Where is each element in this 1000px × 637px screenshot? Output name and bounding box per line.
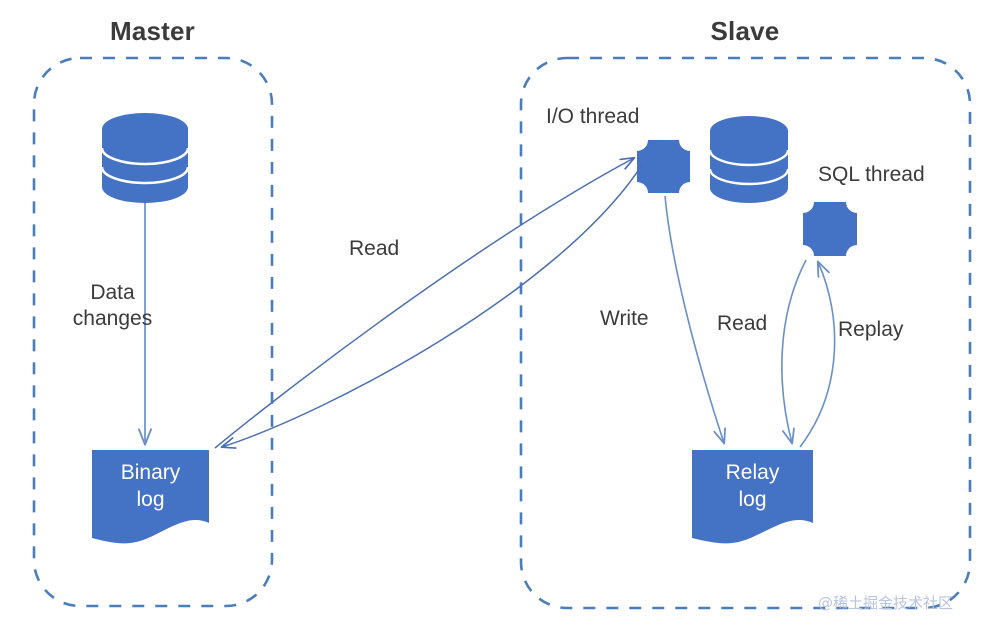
binary-log-shape [92, 450, 209, 544]
edge-label-read-slave: Read [717, 312, 768, 335]
zone-box-slave [519, 56, 972, 610]
edge-label-write: Write [600, 307, 649, 330]
slave-database-icon [708, 116, 790, 203]
edge-replay [799, 262, 836, 448]
edge-read-master-to-slave [214, 158, 643, 448]
edge-label-data-changes: Data changes [55, 280, 170, 331]
master-database-icon [100, 113, 190, 203]
relay-log-shape [692, 450, 813, 544]
edge-read-relay [781, 259, 807, 443]
edge-label-data-changes-line1: Data [90, 281, 135, 304]
io-thread-shape [637, 140, 690, 193]
page-title-master: Master [109, 16, 195, 46]
zone-box-master [32, 56, 274, 608]
sql-thread-shape [803, 202, 857, 256]
edge-write [664, 195, 724, 443]
io-thread-caption: I/O thread [546, 105, 640, 128]
edge-label-read-master: Read [349, 237, 400, 260]
page-title-slave: Slave [710, 16, 780, 46]
edge-label-replay: Replay [838, 318, 904, 341]
edge-label-data-changes-line2: changes [72, 306, 153, 330]
watermark-text: @稀土掘金技术社区 [818, 594, 954, 612]
sql-thread-caption: SQL thread [818, 163, 925, 186]
